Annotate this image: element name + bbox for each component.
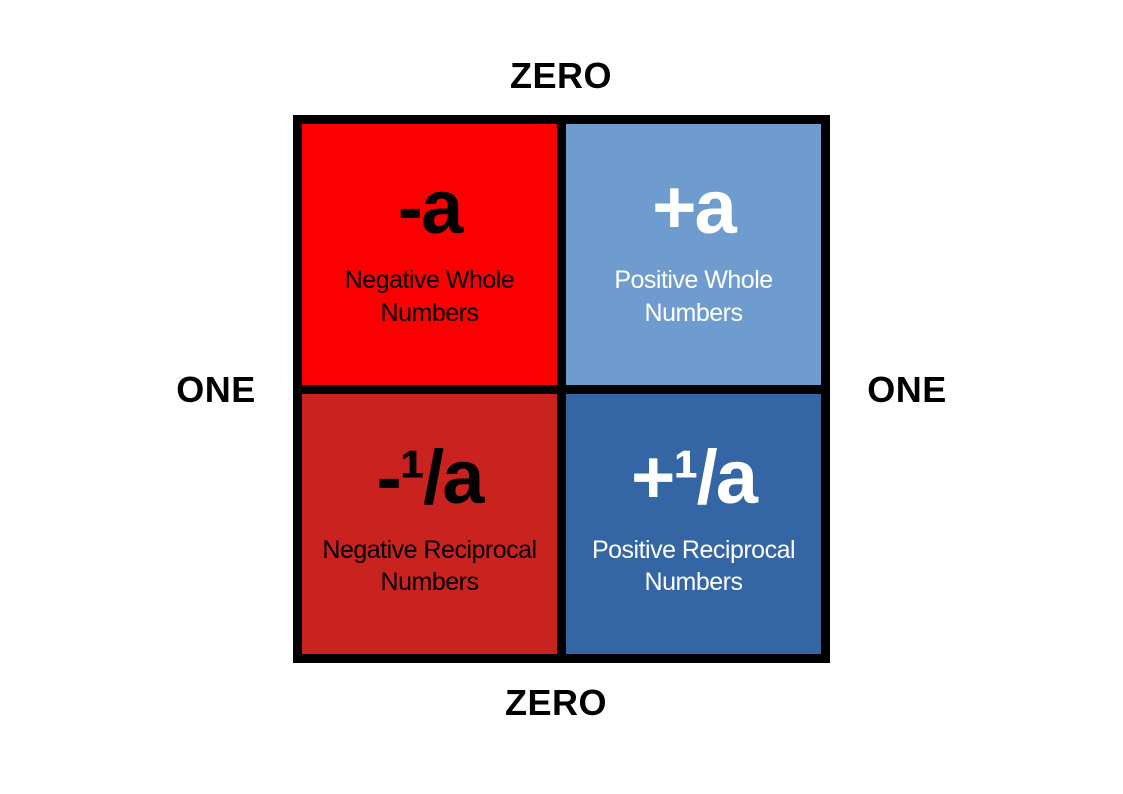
quadrant-negative-reciprocal: -¹/a Negative Reciprocal Numbers [302, 393, 557, 654]
quadrant-negative-whole: -a Negative Whole Numbers [302, 124, 557, 385]
formula-positive-reciprocal: +¹/a [630, 434, 758, 520]
label-positive-whole: Positive Whole Numbers [614, 266, 773, 327]
label-negative-whole: Negative Whole Numbers [344, 266, 515, 327]
quadrant-positive-reciprocal: +¹/a Positive Reciprocal Numbers [566, 393, 821, 654]
quadrant-grid: -a Negative Whole Numbers +a Positive Wh… [293, 115, 830, 663]
formula-positive-whole: +a [652, 165, 737, 250]
axis-label-zero-bottom: ZERO [504, 682, 608, 723]
formula-negative-whole: -a [397, 165, 464, 250]
label-negative-reciprocal: Negative Reciprocal Numbers [322, 535, 537, 597]
formula-negative-reciprocal: -¹/a [376, 434, 485, 520]
quadrant-positive-whole: +a Positive Whole Numbers [566, 124, 821, 385]
label-positive-reciprocal: Positive Reciprocal Numbers [591, 535, 796, 597]
axis-label-one-left: ONE [176, 369, 256, 410]
axis-label-one-right: ONE [867, 369, 947, 410]
axis-label-zero-top: ZERO [509, 55, 613, 96]
